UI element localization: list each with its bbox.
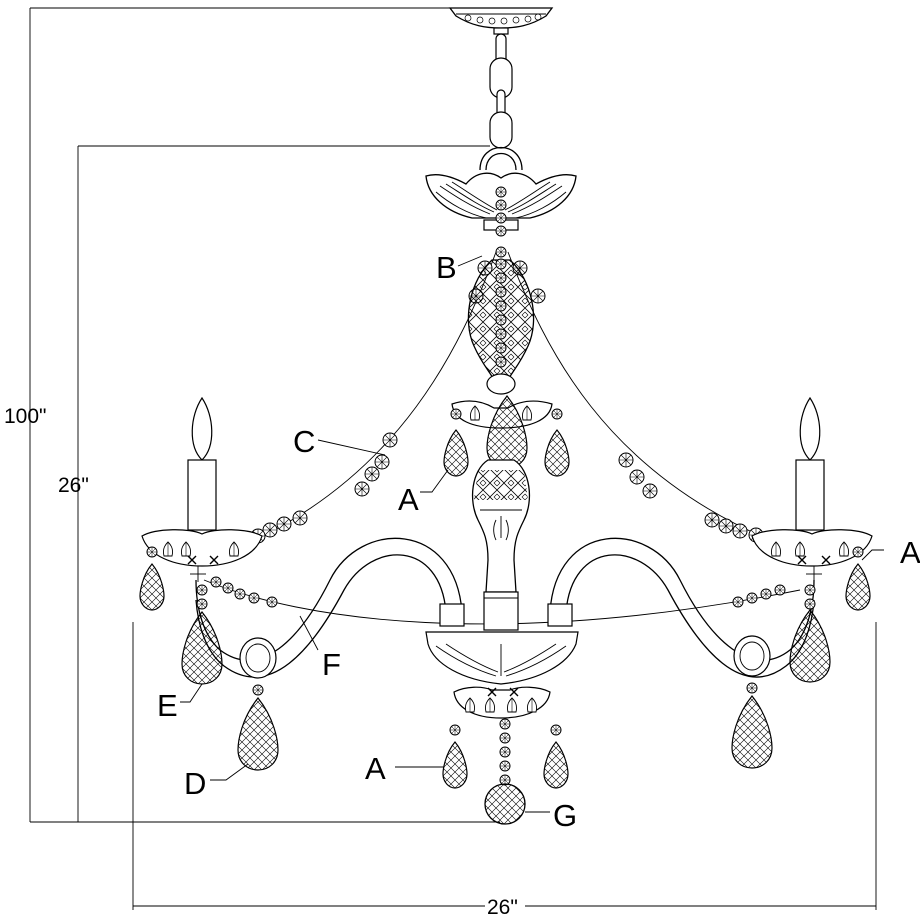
candle-right [751,396,873,611]
callout-a-upper: A [398,482,419,517]
width-label: 26" [487,896,518,917]
ceiling-canopy [448,7,554,35]
central-column [451,246,553,631]
lower-bowl [425,631,579,825]
swag-chain-left [250,251,497,544]
callout-c: C [293,424,315,459]
dimension-lines [29,7,877,910]
leader-lines [180,255,884,813]
body-height-label: 26" [58,474,89,497]
arm-crystals-left [181,584,279,771]
callout-d: D [184,766,206,801]
callout-f: F [322,647,341,682]
callout-a-right: A [900,535,920,570]
swag-chain-right [507,251,771,543]
callout-e: E [157,688,178,723]
callout-g: G [553,798,577,833]
overall-height-label: 100" [4,405,47,428]
dimension-labels: 100" 26" 26" [4,405,518,917]
callout-b: B [436,250,457,285]
candle-left [139,396,263,611]
arm-crystals-right [731,584,831,769]
top-bowl [425,172,577,237]
callout-labels: B C A A A F E D G [157,250,920,833]
chain [479,33,523,171]
callout-a-lower: A [365,751,386,786]
arm-left [195,537,465,678]
